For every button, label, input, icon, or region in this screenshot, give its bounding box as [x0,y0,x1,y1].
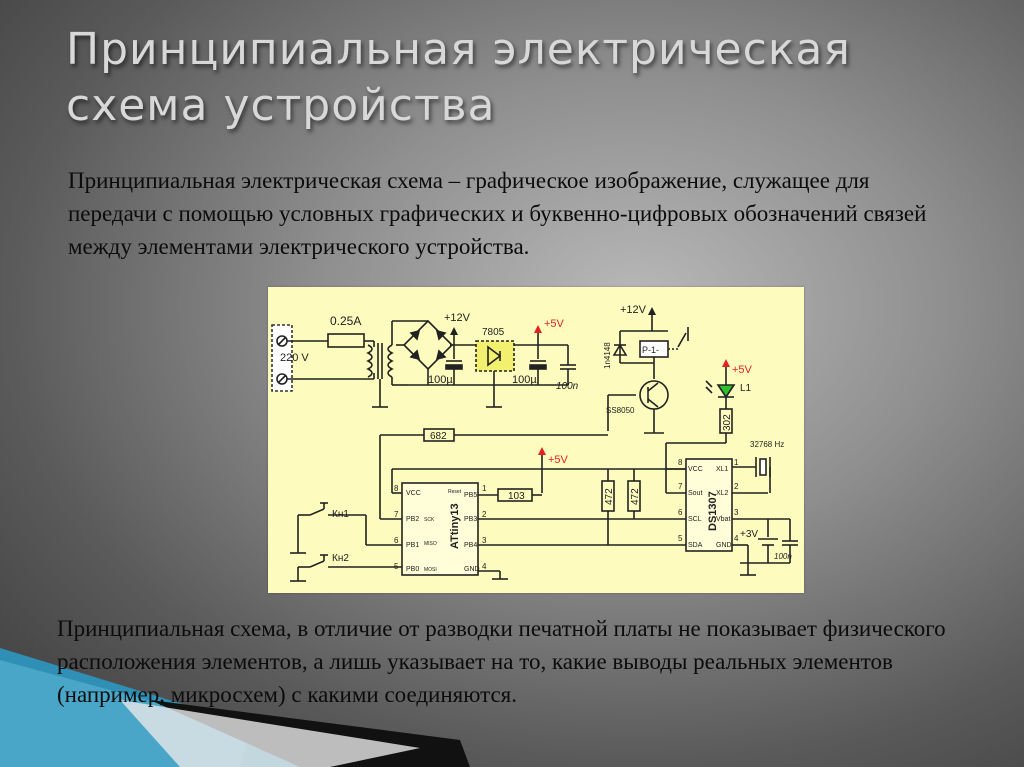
rtc-pinnum-7: 7 [678,482,683,491]
rtc-pin-scl: SCL [688,516,702,523]
v5-label-3: +5V [548,454,569,466]
rtc-pinnum-1: 1 [734,458,739,467]
mcu-pinnum-1: 1 [482,484,487,493]
mcu-pin-vcc: VCC [406,490,421,497]
led-label: L1 [740,383,752,394]
relay-label: P-1- [642,345,659,355]
mcu-pin-gnd: GND [464,566,480,573]
mcu-label: ATtiny13 [449,503,461,549]
mcu-pin-sck: SCK [424,517,435,523]
mcu-pinnum-2: 2 [482,510,487,519]
ribbon-white [120,700,420,767]
mcu-pinnum-7: 7 [394,510,399,519]
circuit-schematic: 220 V 0.25A +12V [268,287,804,593]
regulator-label: 7805 [482,327,505,338]
r103-label: 103 [508,491,525,502]
mcu-pinnum-3: 3 [482,536,487,545]
rtc-label: DS1307 [707,491,719,531]
chip-ds1307 [685,458,733,552]
mcu-pin-pb1: PB1 [406,542,419,549]
cap1-label: 100µ [428,374,453,386]
v12-label-1: +12V [444,312,471,324]
bridge-rectifier [402,319,454,371]
rtc-pin-sout: Sout [688,490,702,497]
mcu-pin-reset: Reset [448,489,462,495]
fuse-label: 0.25A [330,314,361,328]
mcu-pin-mosi: MOSI [424,567,437,573]
transformer-primary [366,344,373,378]
r302-label: 302 [722,414,733,431]
r472b-label: 472 [630,488,641,505]
fuse [327,333,365,348]
v5-label-2: +5V [732,364,753,376]
rtc-pinnum-5: 5 [678,534,683,543]
transistor-label: SS8050 [606,406,635,415]
rtc-pin-vcc: VCC [688,466,703,473]
mcu-pinnum-8: 8 [394,484,399,493]
cap3-label: 100n [556,381,579,392]
mcu-pin-pb3: PB3 [464,516,477,523]
chip-attiny13 [401,482,479,576]
regulator-7805 [475,340,515,372]
mcu-pin-pb4: PB4 [464,542,477,549]
kn2-label: Кн2 [332,553,349,564]
crystal-label: 32768 Hz [750,440,784,449]
led-l1 [716,384,736,399]
rtc-pin-gnd: GND [716,542,732,549]
rtc-pinnum-2: 2 [734,482,739,491]
cap2-label: 100µ [512,374,537,386]
v3-label: +3V [740,529,758,540]
mcu-pin-pb2: PB2 [406,516,419,523]
rtc-pinnum-6: 6 [678,508,683,517]
mcu-pinnum-4: 4 [482,562,487,571]
rtc-pinnum-4: 4 [734,534,739,543]
diode-label: 1n4148 [603,342,612,369]
r682-label: 682 [430,431,447,442]
rtc-pin-sda: SDA [688,542,703,549]
rtc-pin-xl2: XL2 [716,490,729,497]
crystal [759,458,767,476]
intro-paragraph: Принципиальная электрическая схема – гра… [68,168,927,259]
rtc-pin-xl1: XL1 [716,466,729,473]
transformer-secondary [387,344,394,378]
rtc-pinnum-3: 3 [734,508,739,517]
v12-label-2: +12V [620,304,647,316]
v5-label-1: +5V [544,318,565,330]
r472a-label: 472 [604,488,615,505]
cap4-label: 100n [774,552,792,561]
outro-paragraph: Принципиальная схема, в отличие от разво… [57,616,946,707]
rtc-pin-vbat: Vbat [716,516,730,523]
resistor-682 [423,428,455,442]
mains-label: 220 V [280,352,309,364]
mcu-pinnum-6: 6 [394,536,399,545]
slide-title: Принципиальная электрическая схема устро… [66,22,966,134]
mcu-pin-pb5: PB5 [464,492,477,499]
rtc-pinnum-8: 8 [678,458,683,467]
mcu-pin-miso: MISO [424,541,437,547]
mcu-pin-pb0: PB0 [406,566,419,573]
title-line-1: Принципиальная электрическая [66,24,851,75]
title-line-2: схема устройства [66,80,496,131]
